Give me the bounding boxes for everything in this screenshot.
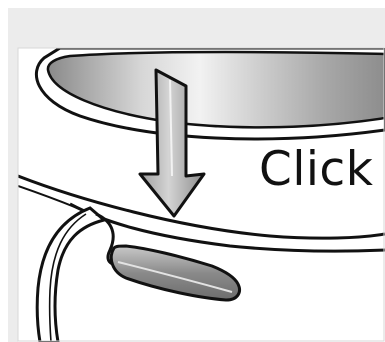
click-instruction-label: Click bbox=[259, 146, 374, 193]
